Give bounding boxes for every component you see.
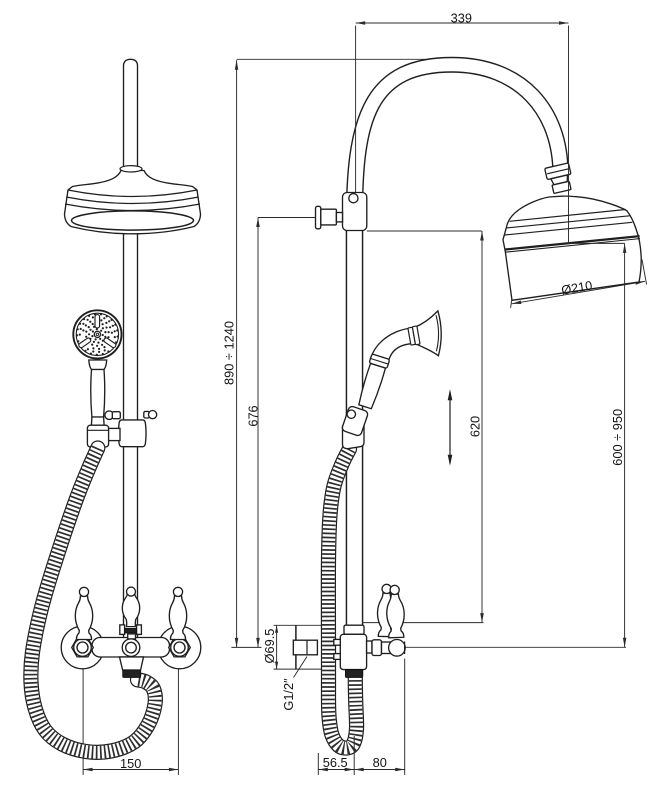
svg-text:80: 80 [373,755,387,770]
svg-text:Ø69.5: Ø69.5 [262,629,277,664]
svg-text:339: 339 [451,10,472,25]
svg-text:Ø210: Ø210 [560,278,593,298]
svg-text:620: 620 [467,416,482,437]
svg-text:676: 676 [245,405,260,426]
svg-text:56.5: 56.5 [323,755,348,770]
svg-text:890 ÷ 1240: 890 ÷ 1240 [222,321,237,385]
svg-text:G1/2″: G1/2″ [281,678,296,711]
svg-text:600 ÷ 950: 600 ÷ 950 [610,409,625,466]
svg-text:150: 150 [120,756,141,771]
